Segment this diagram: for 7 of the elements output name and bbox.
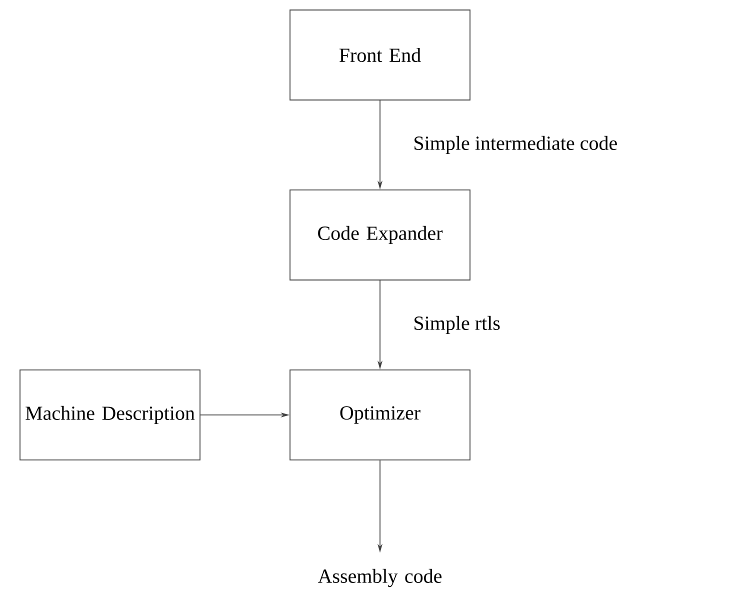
process-box: Code Expander <box>290 190 470 280</box>
edge-label: Simple rtls <box>412 314 502 336</box>
output-text: Assembly code <box>318 568 442 588</box>
process-box: Optimizer <box>290 370 470 460</box>
process-box: Front End <box>290 10 470 100</box>
edge-label: Simple intermediate code <box>412 134 619 156</box>
process-box: Machine Description <box>20 370 200 460</box>
